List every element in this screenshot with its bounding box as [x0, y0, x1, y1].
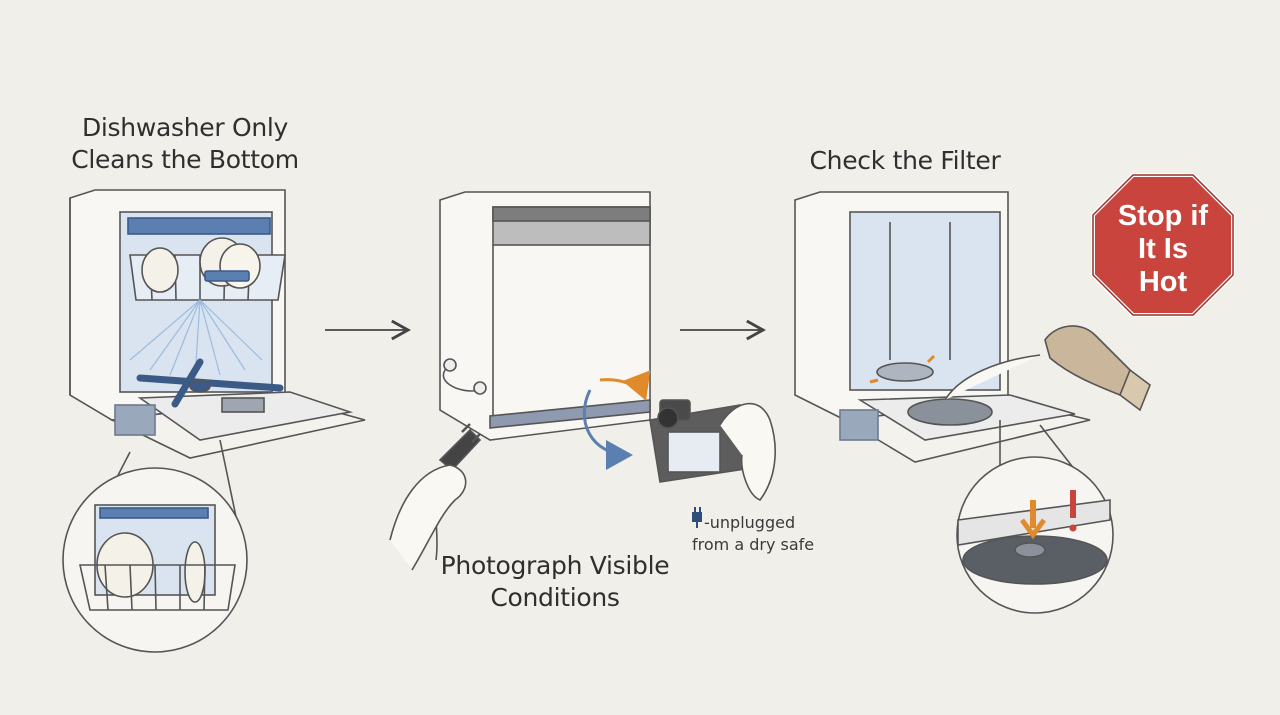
unplugged-note: -unplugged from a dry safe [692, 512, 814, 556]
stop-sign-text: Stop if It Is Hot [1100, 200, 1226, 299]
step1-title: Dishwasher Only Cleans the Bottom [60, 112, 310, 176]
orange-arrow-icon [599, 370, 651, 401]
unplugged-note-line2: from a dry safe [692, 535, 815, 554]
rack-zoom-inset [62, 467, 248, 653]
step1-title-line2: Cleans the Bottom [71, 145, 299, 174]
stop-sign-line1: Stop if [1117, 200, 1209, 232]
dishwasher-filter-illustration [794, 191, 1091, 471]
stop-sign-line3: Hot [1138, 266, 1188, 298]
step2-title-line1: Photograph Visible [440, 551, 670, 580]
step3-title-line1: Check the Filter [809, 146, 1001, 175]
dishwasher-open-illustration [69, 189, 366, 561]
glove-hand-illustration [1044, 325, 1151, 412]
step2-title: Photograph Visible Conditions [420, 550, 690, 614]
step2-title-line2: Conditions [490, 583, 620, 612]
step3-title: Check the Filter [790, 145, 1020, 177]
unplugged-note-line1: -unplugged [704, 513, 796, 532]
stop-sign-line2: It Is [1138, 233, 1188, 265]
filter-zoom-inset [956, 456, 1114, 614]
dishwasher-closed-illustration [389, 191, 651, 571]
blue-arrow-icon [582, 389, 633, 470]
plug-icon [692, 507, 702, 528]
step1-title-line1: Dishwasher Only [81, 113, 289, 142]
camera-with-hands-illustration [649, 399, 776, 501]
